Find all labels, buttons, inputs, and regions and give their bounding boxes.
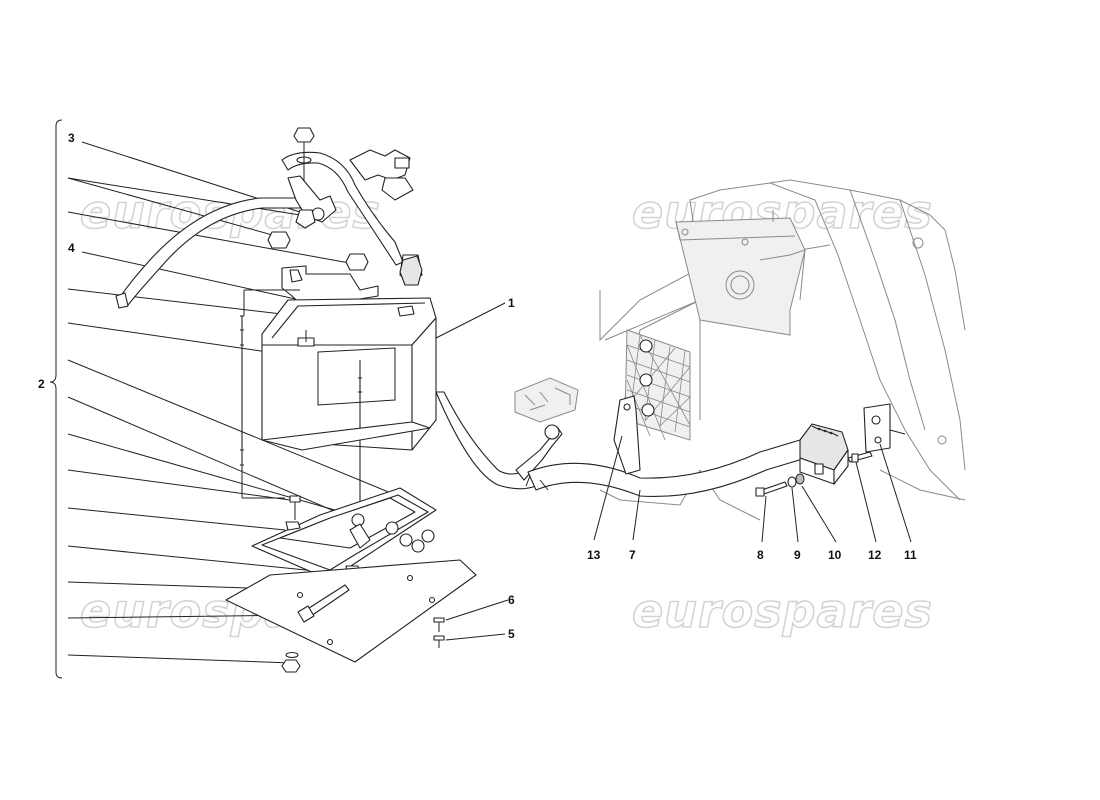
callout-6: 6 <box>508 593 515 607</box>
callout-13: 13 <box>587 548 601 562</box>
callout-1: 1 <box>508 296 515 310</box>
battery-assembly <box>115 127 477 673</box>
cable-clip <box>613 395 641 475</box>
callout-11: 11 <box>904 548 917 562</box>
callout-4: 4 <box>68 241 75 255</box>
callout-labels: 3 4 2 1 6 5 13 7 8 9 10 12 11 <box>38 131 917 641</box>
car-body-structure <box>514 179 966 521</box>
callout-12: 12 <box>868 548 882 562</box>
callout-5: 5 <box>508 627 515 641</box>
callout-8: 8 <box>757 548 764 562</box>
callout-2: 2 <box>38 377 45 391</box>
callout-3: 3 <box>68 131 75 145</box>
watermark-bottom-right: eurospares <box>632 584 933 638</box>
callout-9: 9 <box>794 548 801 562</box>
callout-leaders <box>435 302 912 641</box>
assembly-brace <box>49 119 63 679</box>
callout-10: 10 <box>828 548 842 562</box>
callout-7: 7 <box>629 548 636 562</box>
battery-isolator <box>755 403 906 497</box>
